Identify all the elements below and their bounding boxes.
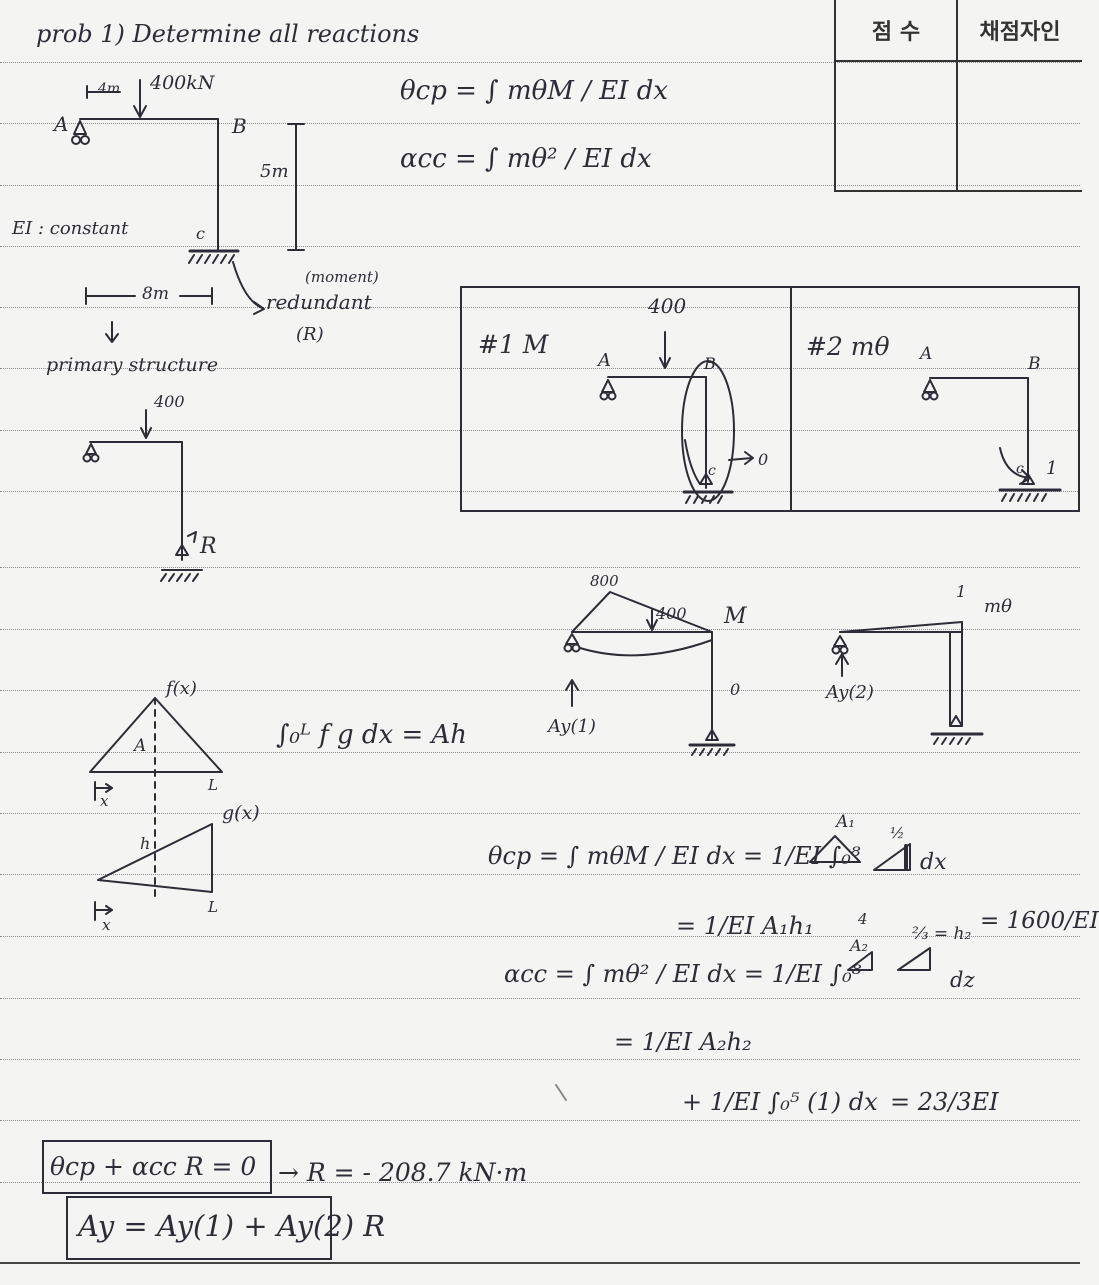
ruled-line (0, 629, 1080, 630)
compatibility-equation: θcp + αcc R = 0 (50, 1152, 257, 1181)
mtheta-diagram-sketch (831, 621, 984, 745)
fx-label: f(x) (166, 678, 197, 699)
calc-line-3: αcc = ∫ mθ² / EI dx = 1/EI ∫₀⁸ (504, 960, 862, 988)
panel-2-b: B (1028, 354, 1041, 374)
redundant-note: (moment) (305, 268, 379, 286)
mtheta-label: mθ (984, 596, 1012, 617)
dim-4m-label: 4m (98, 81, 121, 97)
grader-header: 채점자인 (958, 0, 1082, 62)
ruled-line (0, 936, 1080, 937)
primary-r-label: R (200, 534, 217, 559)
panel-2-c: c (1016, 461, 1024, 477)
ruled-line (0, 185, 1080, 186)
panel-2-frame-sketch (921, 377, 1062, 502)
panel-1-a: A (598, 350, 611, 371)
calc-line-5: + 1/EI ∫₀⁵ (1) dx (682, 1088, 878, 1116)
m-peak-label: 800 (590, 572, 619, 590)
panel-2-box (790, 286, 1080, 512)
theta-cp-formula: θcp = ∫ mθM / EI dx (400, 76, 669, 106)
m-zero-label: 0 (730, 680, 741, 699)
ay-equation: Ay = Ay(1) + Ay(2) R (78, 1209, 386, 1243)
l1-label: L (208, 776, 218, 794)
calc-line-3-end: dz (950, 968, 975, 992)
panel-1-frame-sketch (599, 331, 754, 504)
calc-line-2: = 1/EI A₁h₁ (676, 912, 814, 940)
m-label: M (724, 604, 747, 629)
calc-h2: ⅔ = h₂ (912, 924, 972, 944)
label-c: c (196, 224, 205, 243)
l2-label: L (208, 898, 218, 916)
ruled-line (0, 307, 1080, 308)
ruled-line (0, 368, 1080, 369)
redundant-label: redundant (266, 290, 372, 314)
calc-result-2: = 23/3EI (890, 1088, 999, 1116)
load-top-label: 400kN (150, 72, 215, 94)
panel-1-zero: 0 (758, 450, 769, 469)
ei-note: EI : constant (12, 218, 129, 239)
ruled-line (0, 752, 1080, 753)
score-header: 점 수 (836, 0, 956, 62)
ruled-line (0, 998, 1080, 999)
calc-line-1-end: dx (920, 850, 947, 875)
ruled-line (0, 1182, 1080, 1183)
calc-result-1: = 1600/EI (980, 908, 1099, 934)
panel-1-b: B (704, 354, 716, 373)
moment-diagram-sketch (563, 591, 736, 756)
x2-label: x (102, 916, 111, 934)
ruled-line (0, 123, 1080, 124)
primary-structure-sketch (82, 409, 203, 582)
panel-2-a: A (920, 344, 933, 364)
ruled-line (0, 874, 1080, 875)
label-a: A (54, 112, 69, 136)
ruled-line (0, 567, 1080, 568)
m-ay-label: Ay(1) (548, 716, 596, 737)
compatibility-box (42, 1140, 272, 1194)
h-label: h (140, 834, 151, 853)
ruled-line (0, 1120, 1080, 1121)
ay-box (66, 1196, 332, 1260)
ruled-line (0, 690, 1080, 691)
x1-label: x (100, 792, 109, 810)
ruled-line (0, 62, 1080, 63)
redundant-symbol: (R) (296, 324, 324, 345)
m-load-label: 400 (656, 604, 687, 623)
panel-1-c: c (708, 463, 716, 479)
mtheta-ay-label: Ay(2) (826, 682, 874, 703)
integral-identity: ∫₀ᴸ f g dx = Ah (276, 720, 468, 750)
ruled-line (0, 430, 1080, 431)
dim-5m-label: 5m (260, 161, 289, 182)
calc-line-4: = 1/EI A₂h₂ (614, 1028, 752, 1056)
calc-four: 4 (858, 910, 868, 928)
grading-divider (956, 0, 958, 190)
panel-1-load: 400 (648, 294, 687, 318)
visual-integration-sketch (89, 697, 223, 921)
ruled-line (0, 246, 1080, 247)
primary-load: 400 (154, 392, 185, 411)
alpha-cc-formula: αcc = ∫ mθ² / EI dx (400, 144, 652, 174)
gx-label: g(x) (222, 802, 260, 824)
grading-box: 점 수 채점자인 (834, 0, 1082, 192)
calc-half: ½ (890, 824, 905, 842)
redundant-result: → R = - 208.7 kN·m (278, 1158, 528, 1187)
primary-label: primary structure (46, 354, 219, 376)
problem-title: prob 1) Determine all reactions (36, 20, 420, 48)
calc-diagram-sketch (555, 835, 931, 1101)
ruled-line (0, 813, 1080, 814)
calc-a1: A₁ (836, 812, 856, 832)
calc-line-1: θcp = ∫ mθM / EI dx = 1/EI ∫₀⁸ (488, 842, 861, 870)
dim-8m-label: 8m (142, 284, 169, 304)
panel-2-title: #2 mθ (806, 332, 890, 361)
panel-2-one: 1 (1046, 458, 1058, 479)
ruled-line (0, 1059, 1080, 1060)
calc-a2: A₂ (850, 936, 868, 955)
label-b: B (232, 114, 247, 138)
problem-frame-sketch (71, 79, 305, 343)
ruled-line (0, 491, 1080, 492)
mtheta-one-label: 1 (956, 582, 967, 601)
panel-1-title: #1 M (478, 330, 549, 359)
area-label: A (134, 736, 147, 756)
page-bottom-rule (0, 1262, 1080, 1264)
